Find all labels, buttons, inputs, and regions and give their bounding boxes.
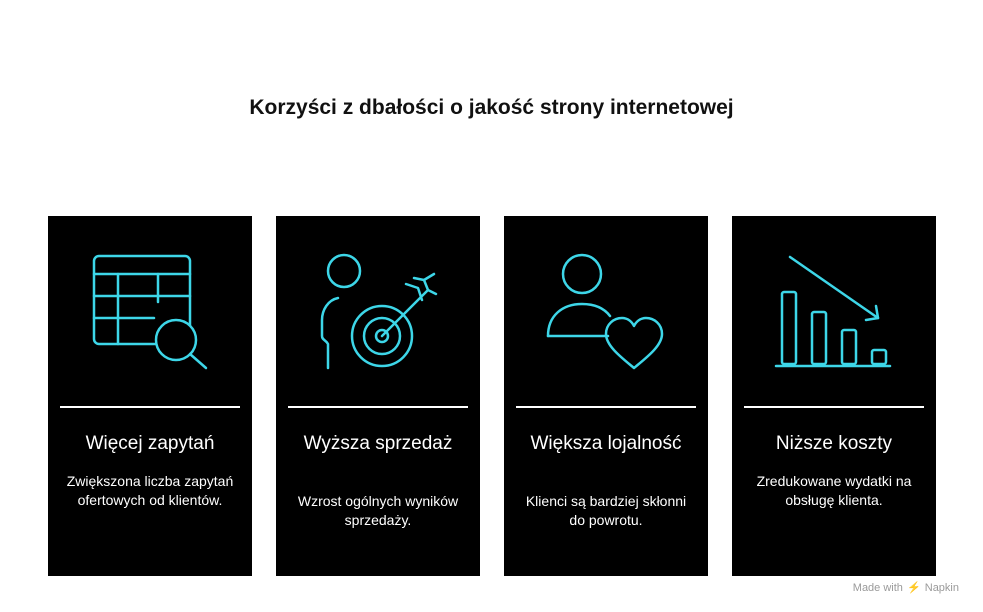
napkin-logo-icon: ⚡	[906, 582, 921, 594]
benefit-card-higher-sales: Wyższa sprzedaż Wzrost ogólnych wyników …	[276, 216, 480, 576]
card-divider	[516, 406, 696, 408]
card-divider	[744, 406, 924, 408]
benefit-card-more-inquiries: Więcej zapytań Zwiększona liczba zapytań…	[48, 216, 252, 576]
card-title: Większa lojalność	[530, 433, 682, 454]
card-description: Zredukowane wydatki na obsługę klienta.	[756, 473, 912, 508]
napkin-brand-label: Napkin	[924, 582, 959, 594]
card-description: Wzrost ogólnych wyników sprzedaży.	[297, 493, 459, 528]
person-heart-icon	[526, 240, 686, 400]
declining-bars-icon	[754, 240, 914, 400]
card-description: Klienci są bardziej skłonni do powrotu.	[525, 493, 687, 528]
card-title: Więcej zapytań	[85, 433, 215, 454]
person-target-icon	[298, 240, 458, 400]
made-with-label: Made with	[852, 582, 903, 594]
card-title: Niższe koszty	[775, 433, 893, 454]
card-title: Wyższa sprzedaż	[303, 433, 453, 454]
card-description: Zwiększona liczba zapytań ofertowych od …	[66, 473, 234, 508]
table-search-icon	[70, 240, 230, 400]
card-divider	[288, 406, 468, 408]
page-title: Korzyści z dbałości o jakość strony inte…	[249, 96, 734, 119]
napkin-watermark: Made with ⚡ Napkin	[853, 581, 959, 594]
benefit-card-greater-loyalty: Większa lojalność Klienci są bardziej sk…	[504, 216, 708, 576]
card-divider	[60, 406, 240, 408]
benefit-card-lower-costs: Niższe koszty Zredukowane wydatki na obs…	[732, 216, 936, 576]
